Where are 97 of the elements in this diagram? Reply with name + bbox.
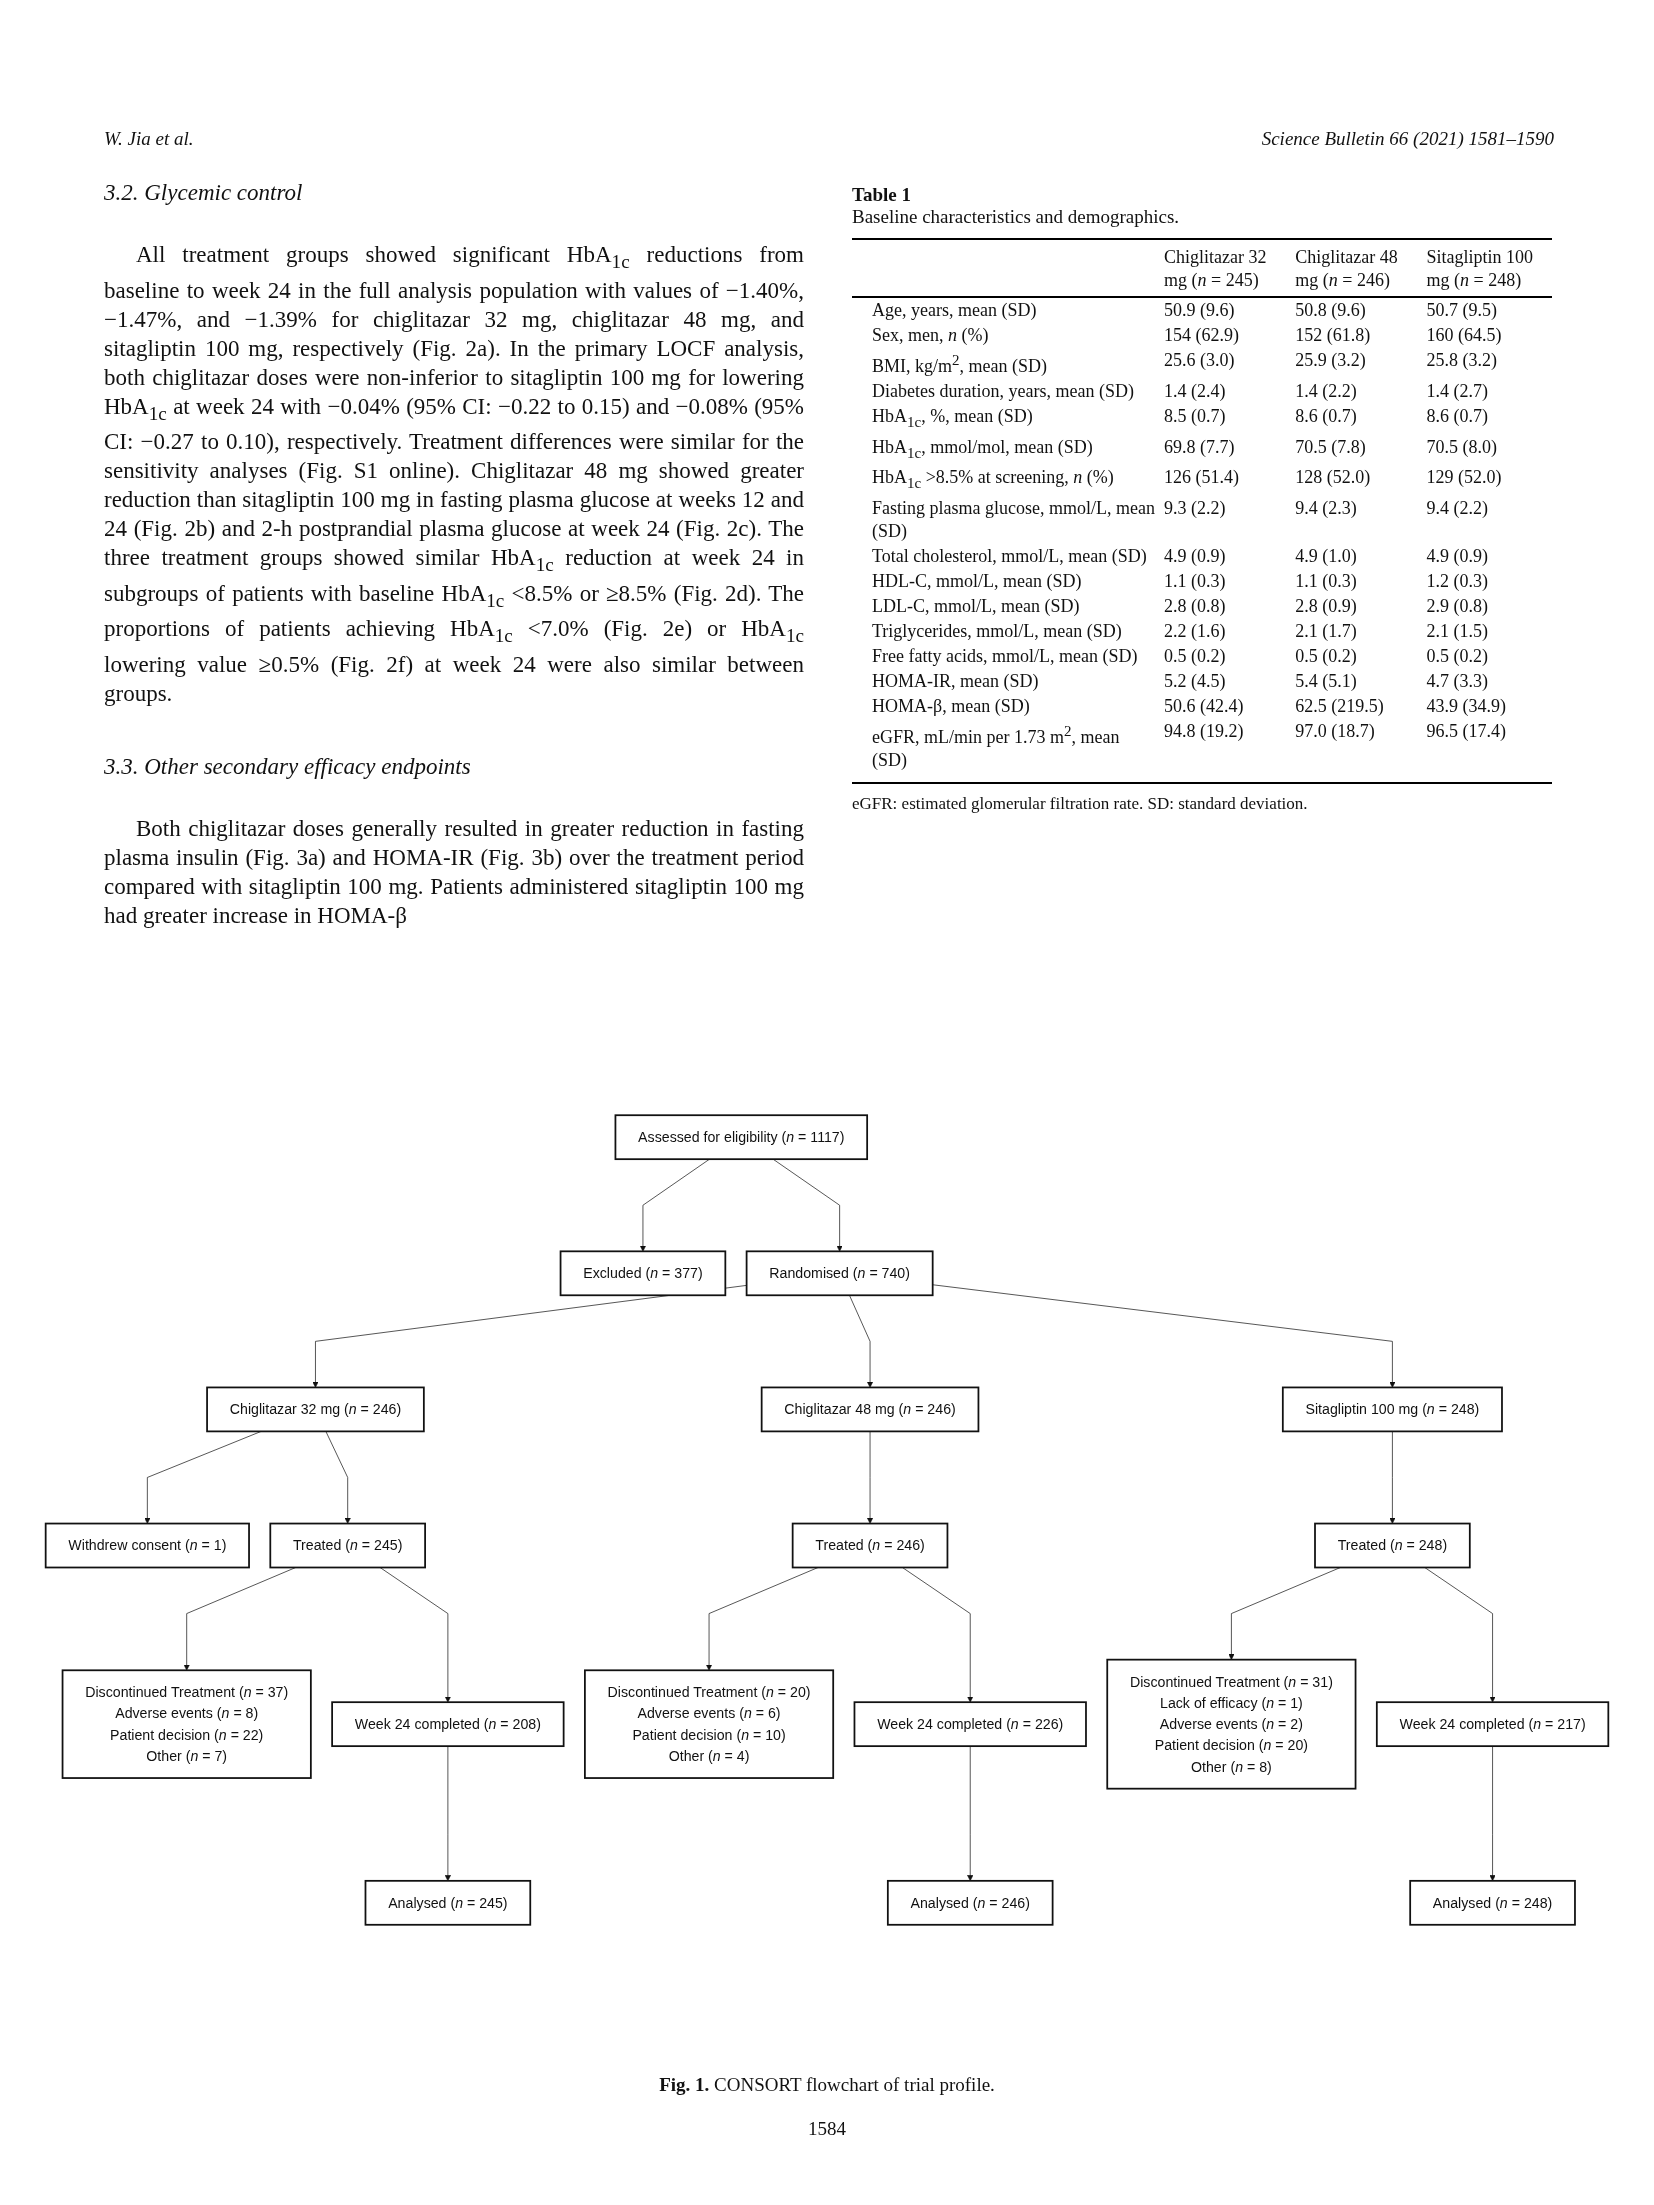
row-label: LDL-C, mmol/L, mean (SD) — [871, 594, 1081, 618]
table-value: 128 (52.0) — [1294, 466, 1372, 490]
table-value: 62.5 (219.5) — [1294, 694, 1385, 718]
row-label: eGFR, mL/min per 1.73 m$^{2}$, mean (SD) — [852, 718, 1160, 783]
table-value: 0.5 (0.2) — [1425, 644, 1489, 668]
table-value: 9.4 (2.2) — [1425, 496, 1489, 520]
table-value: 2.2 (1.6) — [1163, 619, 1227, 643]
row-label: HbA$_{1c}$ >8.5% at screening, n (%) — [871, 466, 1115, 493]
table-value: 2.1 (1.5) — [1425, 619, 1489, 643]
section-heading: 3.2. Glycemic control — [104, 180, 304, 206]
table-value: 8.6 (0.7) — [1294, 405, 1358, 428]
table-value: 8.5 (0.7) — [1163, 405, 1227, 428]
journal-citation: Science Bulletin 66 (2021) 1581–1590 — [1261, 128, 1554, 150]
table-value: 160 (64.5) — [1425, 324, 1503, 347]
process-box: Week 24 completed (n = 208) — [331, 1701, 565, 1748]
table-value: 25.9 (3.2) — [1294, 349, 1367, 372]
table-value: 1.1 (0.3) — [1163, 569, 1227, 593]
page-number: 1584 — [807, 2118, 847, 2140]
table-value: 2.1 (1.7) — [1294, 619, 1358, 643]
row-label: Triglycerides, mmol/L, mean (SD) — [871, 619, 1123, 643]
table-value: 0.5 (0.2) — [1163, 644, 1227, 668]
process-box: Withdrew consent (n = 1) — [44, 1522, 250, 1569]
table-value: 50.8 (9.6) — [1291, 297, 1423, 323]
table-value: 50.7 (9.5) — [1422, 297, 1552, 323]
table-value: 4.9 (1.0) — [1294, 544, 1358, 568]
table-value: 129 (52.0) — [1425, 466, 1503, 490]
table-value: 1.4 (2.7) — [1425, 380, 1489, 403]
table-value: 96.5 (17.4) — [1422, 718, 1552, 783]
process-box: Analysed (n = 245) — [364, 1879, 532, 1926]
table-value: 5.2 (4.5) — [1163, 669, 1227, 693]
process-box: Week 24 completed (n = 217) — [1375, 1701, 1610, 1748]
process-box: Analysed (n = 246) — [886, 1879, 1054, 1926]
column-heading: Chiglitazar 32 mg (n = 245) — [1160, 239, 1292, 297]
process-box: Excluded (n = 377) — [559, 1250, 727, 1297]
table-value: 0.5 (0.2) — [1294, 644, 1358, 668]
process-box: Treated (n = 246) — [791, 1522, 949, 1569]
table-value: 50.6 (42.4) — [1163, 694, 1245, 718]
table-value: 5.4 (5.1) — [1294, 669, 1358, 693]
table-value: 25.8 (3.2) — [1425, 349, 1498, 372]
table-value: 8.6 (0.7) — [1425, 405, 1489, 428]
table-value: 1.1 (0.3) — [1294, 569, 1358, 593]
table-value: 50.9 (9.6) — [1160, 297, 1292, 323]
process-box: Randomised (n = 740) — [745, 1250, 934, 1297]
table-value: 126 (51.4) — [1163, 466, 1240, 490]
body-paragraph: Both chiglitazar doses generally resulted in greater reduction in fasting plasma insulin (Fig. 3a) and HOMA-IR (Fig. 3b) over the treatment period compared with sitagliptin 100 mg. Patients administered sitagliptin 100 mg had greater increase in HOMA-β — [104, 814, 804, 930]
section-heading: 3.3. Other secondary efficacy endpoints — [104, 753, 472, 780]
table-value: 2.8 (0.9) — [1294, 594, 1358, 618]
table-value: 9.4 (2.3) — [1294, 496, 1358, 520]
table-value: 1.4 (2.2) — [1294, 380, 1358, 403]
body-paragraph: All treatment groups showed significant HbA$_{1c}$ reductions from baseline to week 24 in the full analysis population with values of −1.40%, −1.47%, and −1.39% for chiglitazar 32 mg, chiglitazar 48 mg, and sitagliptin 100 mg, respectively (Fig. 2a). In the primary LOCF analysis, both chiglitazar doses were non-inferior to sitagliptin 100 mg for lowering HbA$_{1c}$ at week 24 with −0.04% (95% CI: −0.22 to 0.15) and −0.08% (95% CI: −0.27 to 0.10), respectively. Treatment differences were similar for the sensitivity analyses (Fig. S1 online). Chiglitazar 48 mg showed greater reduction than sitagliptin 100 mg in fasting plasma glucose at weeks 12 and 24 (Fig. 2b) and 2-h postprandial plasma glucose at week 24 (Fig. 2c). The three treatment groups showed similar HbA$_{1c}$ reduction at week 24 in subgroups of patients with baseline HbA$_{1c}$ <8.5% or ≥8.5% (Fig. 2d). The proportions of patients achieving HbA$_{1c}$ <7.0% (Fig. 2e) or HbA$_{1c}$ lowering value ≥0.5% (Fig. 2f) at week 24 were also similar between groups. — [104, 241, 804, 708]
column-heading: Sitagliptin 100 mg (n = 248) — [1422, 239, 1552, 297]
row-label: Free fatty acids, mmol/L, mean (SD) — [871, 644, 1139, 668]
row-label: HbA$_{1c}$, %, mean (SD) — [871, 405, 1034, 432]
table-value: 2.9 (0.8) — [1425, 594, 1489, 618]
column-heading: Chiglitazar 48 mg (n = 246) — [1291, 239, 1423, 297]
process-box: Chiglitazar 48 mg (n = 246) — [760, 1386, 980, 1433]
row-label: HDL-C, mmol/L, mean (SD) — [871, 569, 1083, 593]
process-box: Discontinued Treatment (n = 37) Adverse events (n = 8) Patient decision (n = 22) Other (n = 7) — [61, 1669, 312, 1779]
table-value: 70.5 (7.8) — [1294, 435, 1367, 459]
table-value: 1.2 (0.3) — [1425, 569, 1489, 593]
table-value: 9.3 (2.2) — [1163, 496, 1227, 520]
table-value: 4.9 (0.9) — [1425, 544, 1489, 568]
table-number: Table 1 — [852, 184, 912, 206]
table-value: 94.8 (19.2) — [1160, 718, 1292, 783]
row-label: Diabetes duration, years, mean (SD) — [871, 380, 1135, 403]
process-box: Discontinued Treatment (n = 31) Lack of efficacy (n = 1) Adverse events (n = 2) Patient decision (n = 20) Other (n = 8) — [1106, 1658, 1357, 1790]
process-box: Sitagliptin 100 mg (n = 248) — [1281, 1386, 1503, 1433]
figure-caption: Fig. 1. CONSORT flowchart of trial profile. — [658, 2074, 996, 2096]
table-value: 2.8 (0.8) — [1163, 594, 1227, 618]
table-value: 43.9 (34.9) — [1425, 694, 1507, 718]
process-box: Discontinued Treatment (n = 20) Adverse events (n = 6) Patient decision (n = 10) Other (n = 4) — [584, 1669, 835, 1779]
table-value: 25.6 (3.0) — [1163, 349, 1236, 372]
process-box: Chiglitazar 32 mg (n = 246) — [206, 1386, 425, 1433]
table-value: 154 (62.9) — [1163, 324, 1240, 347]
row-label: Sex, men, n (%) — [871, 324, 990, 347]
table-value: 152 (61.8) — [1294, 324, 1372, 347]
process-box: Assessed for eligibility (n = 1117) — [614, 1114, 869, 1161]
process-box: Treated (n = 248) — [1314, 1522, 1471, 1569]
row-label: Age, years, mean (SD) — [852, 297, 1160, 323]
row-label: BMI, kg/m$^{2}$, mean (SD) — [871, 351, 1048, 378]
table-value: 70.5 (8.0) — [1425, 435, 1498, 459]
row-label: HbA$_{1c}$, mmol/mol, mean (SD) — [871, 435, 1094, 463]
table-title: Baseline characteristics and demographics. — [852, 206, 1181, 228]
row-label: Fasting plasma glucose, mmol/L, mean (SD) — [871, 496, 1156, 543]
table-value: 1.4 (2.4) — [1163, 380, 1227, 403]
process-box: Week 24 completed (n = 226) — [853, 1701, 1087, 1748]
table-value: 97.0 (18.7) — [1291, 718, 1423, 783]
table-footnote: eGFR: estimated glomerular filtration rate. SD: standard deviation. — [852, 793, 1309, 814]
row-label: HOMA-β, mean (SD) — [871, 694, 1031, 718]
running-head: W. Jia et al. — [104, 128, 194, 150]
row-label: HOMA-IR, mean (SD) — [871, 669, 1040, 693]
process-box: Treated (n = 245) — [269, 1522, 426, 1569]
table-value: 69.8 (7.7) — [1163, 435, 1236, 459]
row-label: Total cholesterol, mmol/L, mean (SD) — [871, 544, 1148, 568]
process-box: Analysed (n = 248) — [1409, 1879, 1576, 1926]
table-value: 4.9 (0.9) — [1163, 544, 1227, 568]
table-value: 4.7 (3.3) — [1425, 669, 1489, 693]
